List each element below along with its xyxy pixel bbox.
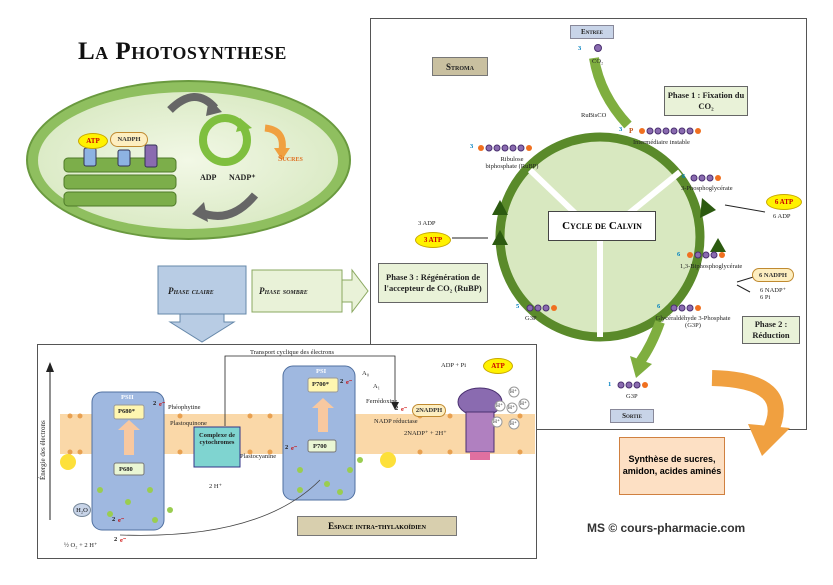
nadp6-label: 6 NADP⁺ (760, 287, 787, 294)
plastocyanine-label: Plastocyanine (240, 453, 277, 460)
e-psii-top: e⁻ (159, 401, 166, 408)
g3p-small-count: 5 (516, 303, 520, 310)
e-h2o-count: 2 (112, 516, 116, 523)
rubisco-label: RuBisCO (581, 112, 607, 119)
phase3-box: Phase 3 : Régénération de l'accepteur de… (378, 263, 488, 303)
two-h-cyt: 2 H⁺ (209, 483, 222, 490)
a1-label: A₁ (373, 383, 380, 390)
g3p-count: 6 (657, 303, 661, 310)
pi6-label: 6 Pi (760, 294, 771, 301)
nadp-in-label: 2NADP⁺ + 2H⁺ (404, 430, 447, 437)
out-g3p-label: G3P (626, 393, 638, 400)
adp6-label: 6 ADP (773, 213, 791, 220)
hplus-4: H⁺ (496, 403, 503, 409)
adp-pi-label: ADP + Pi (441, 362, 467, 369)
e-psii-top-count: 2 (153, 400, 157, 407)
atp-thylakoid-badge: ATP (483, 358, 513, 374)
co2-count: 3 (578, 45, 582, 52)
e-psi-top: e⁻ (346, 379, 353, 386)
nadp-reductase-label: NADP réductase (374, 418, 418, 425)
energy-axis-label: Énergie des électrons (39, 420, 47, 480)
phase-claire-label: Phase claire (168, 286, 214, 296)
pga-label: 3-Phosphoglycérate (681, 185, 733, 192)
hplus-3: H⁺ (520, 401, 527, 407)
e-bottom-count: 2 (114, 536, 118, 543)
intermediate-label: Intermédiaire instable (633, 139, 690, 146)
hplus-2: H⁺ (508, 405, 515, 411)
e-bottom: e⁻ (120, 537, 127, 544)
nadph-badge-left: NADPH (110, 132, 148, 147)
ferredoxine-label: Ferrédoxine (366, 398, 398, 405)
psii-label: PSII (121, 394, 134, 401)
phase-sombre-label: Phase sombre (259, 286, 308, 296)
co2-label: CO₂ (592, 58, 604, 65)
pheophytine-label: Phéophytine (168, 404, 201, 411)
ribulose-label: Ribulose biphosphate (RuBP) (485, 156, 539, 170)
hplus-1: H⁺ (510, 389, 517, 395)
atp6-badge: 6 ATP (766, 194, 802, 210)
h2o-bubble: H₂O (73, 503, 91, 517)
p680star-label: P680* (118, 408, 135, 415)
hplus-5: H⁺ (510, 421, 517, 427)
entree-tag: Entree (570, 25, 614, 39)
sortie-tag: Sortie (610, 409, 654, 423)
pga-count: 6 (682, 173, 686, 180)
page-title: La Photosynthese (78, 38, 287, 65)
out-count: 1 (608, 381, 612, 388)
g3p-label: Glycéraldéhyde 3-Phosphate (G3P) (655, 315, 731, 329)
ribulose-count: 3 (470, 143, 474, 150)
o2-label: ½ O₂ + 2 H⁺ (64, 542, 98, 549)
g3p-small-label: G3P (525, 315, 537, 322)
adp-label: ADP (200, 173, 217, 182)
p680-label: P680 (119, 466, 133, 473)
calvin-center-title: Cycle de Calvin (548, 211, 656, 241)
e-h2o: e⁻ (118, 517, 125, 524)
bpg-label: 1,3-Biphosphoglycérate (680, 263, 743, 270)
e-plastocyanine: e⁻ (291, 445, 298, 452)
synthese-box: Synthèse de sucres, amidon, acides aminé… (619, 437, 725, 495)
p700-label: P700 (313, 443, 327, 450)
atp3-badge: 3 ATP (415, 232, 451, 248)
a0-label: A₀ (362, 370, 369, 377)
intermediate-count: 3 (619, 126, 623, 133)
nadp-label: NADP⁺ (229, 173, 256, 182)
watermark: MS © cours-pharmacie.com (587, 521, 746, 535)
bpg-count: 6 (677, 251, 681, 258)
e-nadp: e⁻ (401, 406, 408, 413)
psi-label: PSI (316, 368, 327, 375)
e-psi-top-count: 2 (340, 378, 344, 385)
nadph6-badge: 6 NADPH (752, 268, 794, 282)
atp-badge-left: ATP (78, 133, 108, 149)
cyclic-label: Transport cyclique des électrons (250, 349, 335, 356)
nadph-out-badge: 2NADPH (412, 404, 446, 417)
adp3-label: 3 ADP (418, 220, 436, 227)
e-plastocyanine-count: 2 (285, 444, 289, 451)
phase2-box: Phase 2 : Réduction (742, 316, 800, 344)
plastoquinone-label: Plastoquinone (170, 420, 207, 427)
cytochromes-label: Complexe de cytochromes (199, 432, 235, 446)
e-nadp-count: 2 (395, 405, 399, 412)
stroma-tag: Stroma (432, 57, 488, 76)
espace-intra-label: Espace intra-thylakoïdien (297, 516, 457, 536)
sucres-label: Sucres (278, 154, 303, 163)
p700star-label: P700* (312, 381, 329, 388)
phase1-box: Phase 1 : Fixation du CO₂ (664, 86, 748, 116)
hplus-6: H⁺ (493, 419, 500, 425)
intermediate-p-left: P (629, 127, 634, 135)
